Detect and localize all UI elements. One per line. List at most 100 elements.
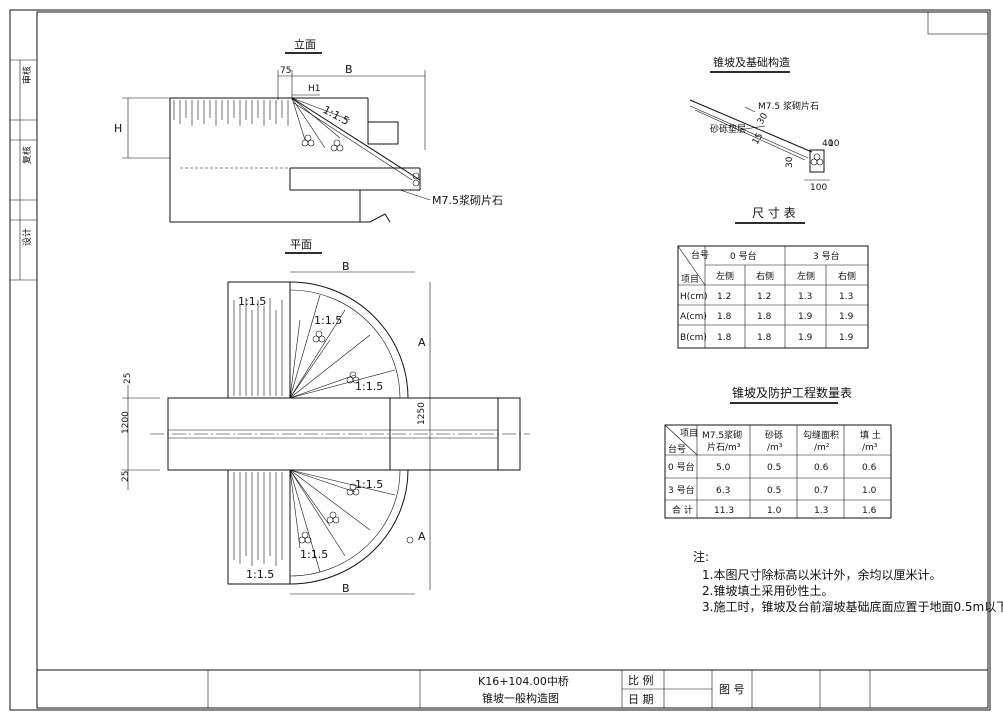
- size-sub-2: 左侧: [797, 270, 815, 282]
- qty-cell-2-1: 1.0: [767, 506, 782, 516]
- size-cell-1-3: 1.9: [839, 312, 854, 322]
- size-cell-1-0: 1.8: [717, 312, 732, 322]
- qty-cell-0-3: 0.6: [862, 463, 877, 473]
- plan-slope-5: 1:1.5: [300, 548, 328, 561]
- plan-slope-2: 1:1.5: [314, 314, 342, 327]
- size-sub-1: 右侧: [756, 270, 774, 282]
- size-sub-0: 左侧: [716, 270, 734, 282]
- plan-dim-25-bottom: 25: [121, 471, 131, 482]
- qty-cell-1-3: 1.0: [862, 486, 877, 496]
- elevation-hatching: [173, 100, 290, 169]
- elev-slope: 1:1.5: [321, 103, 352, 128]
- size-table-title: 尺 寸 表: [752, 206, 796, 220]
- qty-table: 项目 台号 M7.5浆砌 片石/m³ 砂砾 /m³ 勾缝面积 /m² 填 土 /…: [664, 424, 892, 519]
- note-3: 3.施工时，锥坡及台前溜坡基础底面应置于地面0.5m以下。: [702, 599, 1003, 614]
- size-group-0: 0 号台: [730, 250, 757, 262]
- plan-slope-4: 1:1.5: [355, 478, 383, 491]
- plan-dim-a-bottom: A: [418, 530, 426, 543]
- signature-strip: 审核 复核 设计: [10, 59, 37, 281]
- size-row-label-0: H(cm): [680, 292, 708, 302]
- qty-corner-bottom: 台号: [668, 443, 686, 455]
- size-cell-2-2: 1.9: [798, 333, 813, 343]
- qty-head-2b: /m²: [814, 443, 830, 453]
- notes-title: 注:: [693, 549, 709, 564]
- qty-row-label-0: 0 号台: [668, 461, 695, 473]
- plan-hatching: [233, 298, 283, 566]
- elevation-view: 立面 75 B H1 H: [114, 37, 503, 223]
- note-2: 2.锥坡填土采用砂性土。: [702, 584, 833, 598]
- label-review: 审核: [21, 66, 33, 84]
- qty-cell-0-1: 0.5: [767, 463, 781, 473]
- detail-d10: 10: [828, 139, 840, 149]
- qty-head-0a: M7.5浆砌: [702, 429, 742, 441]
- plan-dim-25-top: 25: [123, 373, 133, 384]
- detail-title: 锥坡及基础构造: [713, 55, 790, 69]
- detail-view: 锥坡及基础构造 M7.5 浆砌片石 砂砾垫层 15 30 40 10 30 10…: [689, 55, 840, 193]
- qty-cell-0-0: 5.0: [716, 463, 731, 473]
- tb-project: K16+104.00中桥: [478, 675, 569, 688]
- size-cell-2-0: 1.8: [717, 333, 732, 343]
- note-1: 1.本图尺寸除标高以米计外，余均以厘米计。: [702, 567, 941, 582]
- plan-slope-3: 1:1.5: [355, 380, 383, 393]
- plan-dim-b-bottom: B: [342, 582, 350, 595]
- plan-dim-1250: 1250: [417, 402, 427, 425]
- dim-h: H: [114, 122, 122, 135]
- outer-frame: [9, 9, 991, 711]
- qty-corner-top: 项目: [680, 428, 698, 439]
- plan-dim-a-top: A: [418, 336, 426, 349]
- detail-d40: 40: [822, 139, 834, 149]
- qty-cell-0-2: 0.6: [814, 463, 829, 473]
- size-cell-1-2: 1.9: [798, 312, 813, 322]
- mortar-label: M7.5浆砌片石: [432, 193, 503, 207]
- corner-box: [927, 11, 989, 35]
- detail-gravel: 砂砾垫层: [710, 123, 746, 135]
- size-cell-2-3: 1.9: [839, 333, 854, 343]
- elevation-title: 立面: [294, 37, 316, 51]
- size-cell-1-1: 1.8: [757, 312, 772, 322]
- size-corner-top: 台号: [691, 249, 709, 261]
- detail-mortar: M7.5 浆砌片石: [758, 100, 819, 112]
- qty-cell-1-0: 6.3: [716, 486, 730, 496]
- qty-cell-1-2: 0.7: [814, 486, 828, 496]
- qty-head-2a: 勾缝面积: [803, 429, 839, 441]
- size-corner-bottom: 项目: [681, 274, 699, 285]
- size-group-3: 3 号台: [813, 250, 840, 262]
- qty-head-3b: /m³: [862, 443, 878, 453]
- size-cell-0-3: 1.3: [839, 292, 853, 302]
- size-cell-0-2: 1.3: [798, 292, 812, 302]
- plan-dim-1200: 1200: [121, 411, 131, 434]
- qty-cell-1-1: 0.5: [767, 486, 781, 496]
- tb-date-label: 日 期: [628, 693, 654, 706]
- qty-head-1a: 砂砾: [765, 429, 783, 441]
- plan-slope-1: 1:1.5: [238, 295, 266, 308]
- qty-table-title: 锥坡及防护工程数量表: [732, 385, 852, 400]
- label-recheck: 复核: [21, 146, 33, 164]
- qty-head-3a: 填 土: [860, 429, 881, 441]
- tb-scale-label: 比 例: [628, 673, 654, 687]
- dim-b-elev: B: [345, 63, 353, 76]
- plan-view: 平面 B B A A 1250 25 1200 25: [121, 238, 530, 595]
- qty-row-label-1: 3 号台: [668, 484, 695, 496]
- detail-d15: 15: [751, 132, 765, 147]
- qty-cell-2-2: 1.3: [814, 506, 828, 516]
- size-table: 台号 项目 0 号台 3 号台 左侧 右侧 左侧 右侧 H(cm) 1.2 1.…: [677, 245, 869, 349]
- plan-stones: [298, 330, 414, 544]
- inner-frame: [36, 11, 989, 709]
- plan-dim-b-top: B: [342, 260, 350, 273]
- tb-drawing: 锥坡一般构造图: [482, 691, 559, 705]
- size-cell-2-1: 1.8: [757, 333, 772, 343]
- qty-row-label-2: 合 计: [672, 504, 693, 516]
- qty-cell-2-3: 1.6: [862, 506, 877, 516]
- size-cell-0-0: 1.2: [717, 292, 731, 302]
- qty-cell-2-0: 11.3: [714, 506, 734, 516]
- qty-head-1b: /m³: [767, 443, 783, 453]
- tb-drawing-no-label: 图 号: [719, 683, 745, 696]
- dim-75: 75: [280, 66, 291, 76]
- detail-d30: 30: [756, 111, 771, 126]
- size-cell-0-1: 1.2: [757, 292, 771, 302]
- title-block: K16+104.00中桥 锥坡一般构造图 比 例 日 期 图 号: [37, 669, 988, 708]
- size-row-label-2: B(cm): [680, 333, 707, 343]
- detail-d100: 100: [810, 183, 827, 193]
- size-sub-3: 右侧: [838, 270, 856, 282]
